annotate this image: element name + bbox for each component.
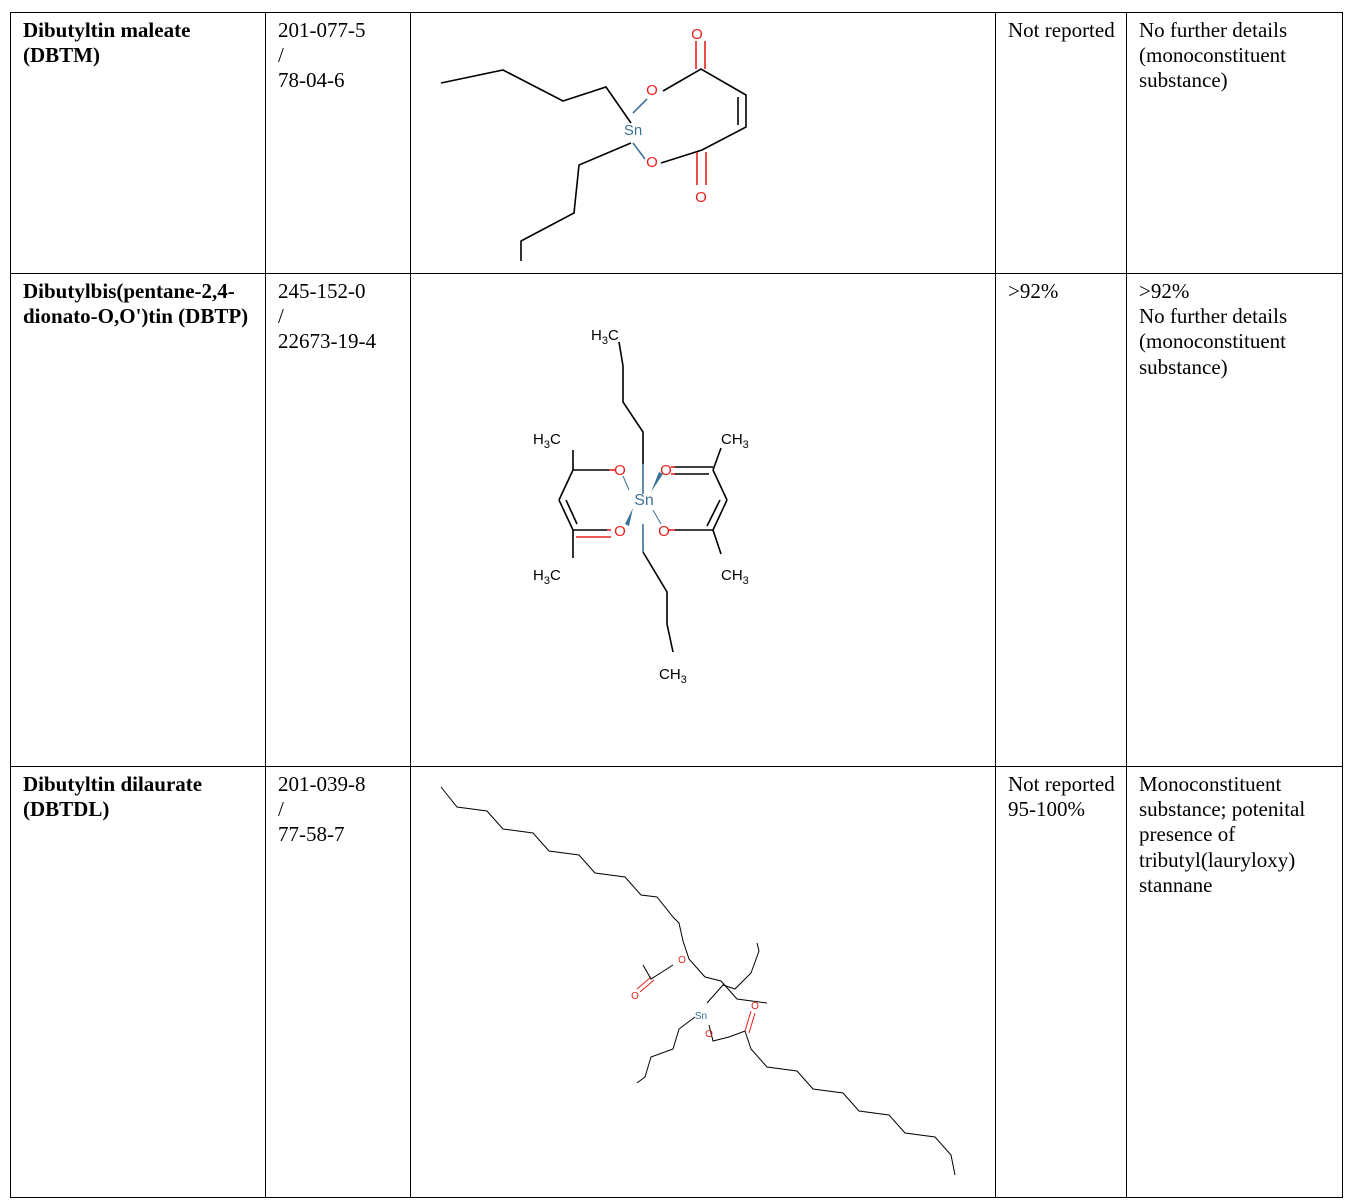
oxygen-label: O <box>614 462 626 479</box>
ec-number: 245-152-0 <box>278 279 366 303</box>
table-row: Dibutylbis(pentane-2,4-dionato-O,O')tin … <box>10 273 1343 767</box>
oxygen-label: O <box>614 523 626 540</box>
notes-cell: >92% No further details (monoconstituent… <box>1126 273 1343 767</box>
table-row: Dibutyltin dilaurate (DBTDL) 201-039-8 /… <box>10 766 1343 1198</box>
methyl-label: H3C <box>533 431 561 451</box>
separator: / <box>278 304 284 329</box>
purity-range: 95-100% <box>1008 797 1085 822</box>
methyl-label: CH3 <box>659 666 687 686</box>
methyl-label: H3C <box>591 327 619 347</box>
ec-cas-cell: 245-152-0 / 22673-19-4 <box>265 273 411 767</box>
structure-cell: O O Sn O O <box>410 766 996 1198</box>
cas-number: 22673-19-4 <box>278 329 376 354</box>
dbtdl-structure-image: O O Sn O O <box>440 786 956 1176</box>
purity-cell: Not reported <box>995 12 1127 274</box>
structure-cell: O O Sn O O <box>410 12 996 274</box>
purity-cell: >92% <box>995 273 1127 767</box>
tin-label: Sn <box>634 492 654 509</box>
tin-label: Sn <box>624 122 642 139</box>
oxygen-label: O <box>678 955 686 966</box>
notes-cell: No further details (monoconstituent subs… <box>1126 12 1343 274</box>
oxygen-label: O <box>658 523 670 540</box>
methyl-label: H3C <box>533 567 561 587</box>
ec-number: 201-039-8 <box>278 772 366 796</box>
substance-name: Dibutyltin maleate (DBTM) <box>10 12 266 274</box>
cas-number: 78-04-6 <box>278 68 345 93</box>
oxygen-label: O <box>660 462 672 479</box>
notes-cell: Monoconstituent substance; potenital pre… <box>1126 766 1343 1198</box>
dbtm-structure-image: O O Sn O O <box>440 26 747 261</box>
ec-cas-cell: 201-077-5 / 78-04-6 <box>265 12 411 274</box>
separator: / <box>278 797 284 822</box>
methyl-label: CH3 <box>721 431 749 451</box>
substance-name: Dibutyltin dilaurate (DBTDL) <box>10 766 266 1198</box>
oxygen-label: O <box>705 1029 713 1040</box>
oxygen-label: O <box>695 189 707 206</box>
separator: / <box>278 43 284 68</box>
purity-text: Not reported <box>1008 772 1115 796</box>
oxygen-label: O <box>691 26 703 43</box>
table-row: Dibutyltin maleate (DBTM) 201-077-5 / 78… <box>10 12 1343 274</box>
ec-cas-cell: 201-039-8 / 77-58-7 <box>265 766 411 1198</box>
tin-label: Sn <box>695 1011 707 1022</box>
dbtp-structure-image: H3C H3C CH3 H3C CH3 CH3 O O Sn O O <box>533 327 749 686</box>
ec-number: 201-077-5 <box>278 18 366 42</box>
structure-cell: H3C H3C CH3 H3C CH3 CH3 O O Sn O O <box>410 273 996 767</box>
notes-purity: >92% <box>1139 279 1190 303</box>
purity-cell: Not reported 95-100% <box>995 766 1127 1198</box>
oxygen-label: O <box>646 82 658 99</box>
notes-text: No further details (monoconstituent subs… <box>1139 304 1288 379</box>
substance-table: Dibutyltin maleate (DBTM) 201-077-5 / 78… <box>10 12 1343 1198</box>
cas-number: 77-58-7 <box>278 822 345 847</box>
methyl-label: CH3 <box>721 567 749 587</box>
oxygen-label: O <box>631 991 639 1002</box>
oxygen-label: O <box>751 1001 759 1012</box>
oxygen-label: O <box>646 154 658 171</box>
substance-name: Dibutylbis(pentane-2,4-dionato-O,O')tin … <box>10 273 266 767</box>
